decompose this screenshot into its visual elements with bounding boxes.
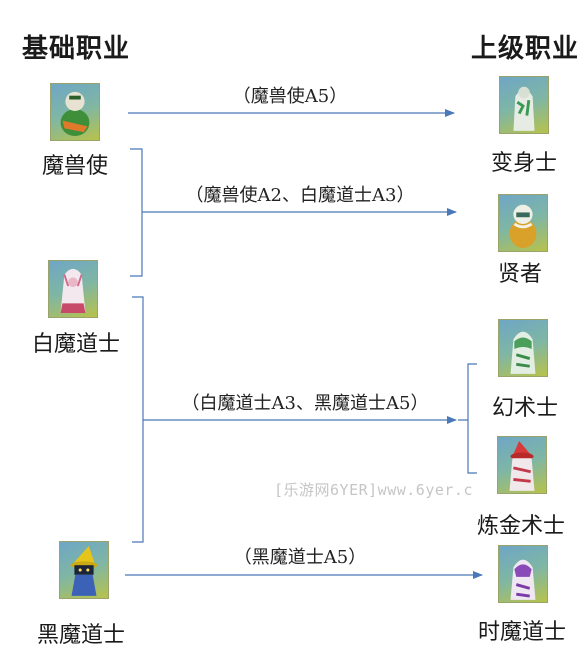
condition-time-mage: （黑魔道士A5） — [233, 547, 367, 568]
base-jobs-heading: 基础职业 — [22, 34, 131, 64]
white-mage-label: 白魔道士 — [31, 332, 121, 357]
white-mage-sprite-icon — [48, 260, 98, 318]
condition-illusionist-alchemist: （白魔道士A3、黑魔道士A5） — [181, 393, 429, 414]
watermark-text: [乐游网6YER]www.6yer.c — [274, 481, 473, 499]
time-mage-label: 时魔道士 — [477, 620, 567, 645]
alchemist-sprite-icon — [497, 436, 547, 494]
shapeshifter-label: 变身士 — [490, 151, 558, 176]
bracket-sage-sources — [130, 148, 154, 277]
shapeshifter-sprite-icon — [499, 76, 549, 134]
black-mage-sprite-icon — [59, 541, 109, 599]
black-mage-label: 黑魔道士 — [36, 623, 126, 648]
bracket-illusionist-sources — [132, 296, 163, 543]
alchemist-label: 炼金术士 — [476, 514, 566, 539]
advanced-jobs-heading: 上级职业 — [471, 34, 580, 64]
illusionist-sprite-icon — [498, 319, 548, 377]
sage-label: 贤者 — [497, 262, 543, 287]
bracket-illusionist-alchemist-targets — [458, 363, 477, 474]
condition-shapeshifter: （魔兽使A5） — [232, 86, 348, 107]
beastmaster-sprite-icon — [50, 83, 100, 141]
condition-sage: （魔兽使A2、白魔道士A3） — [185, 185, 415, 206]
sage-sprite-icon — [498, 194, 548, 252]
time-mage-sprite-icon — [498, 545, 548, 603]
illusionist-label: 幻术士 — [491, 396, 559, 421]
beastmaster-label: 魔兽使 — [41, 154, 109, 179]
